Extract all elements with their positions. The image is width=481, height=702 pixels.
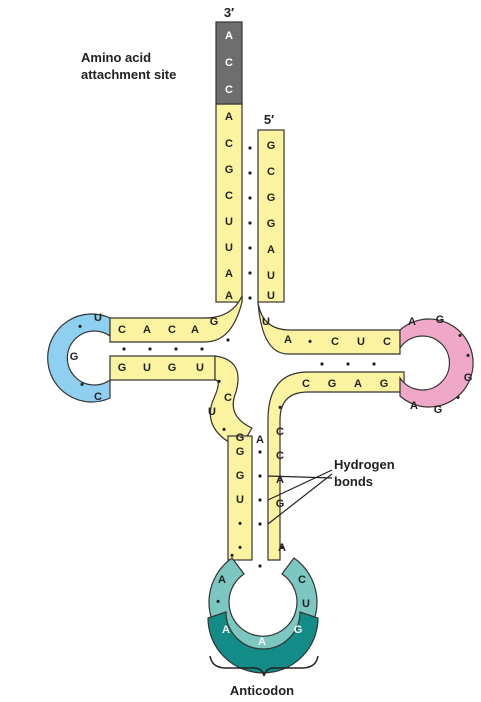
base-connector-5: G <box>236 432 245 444</box>
base-variable-1: • <box>280 542 284 554</box>
base-anticodon-stem-right-3: C <box>276 450 284 462</box>
base-anticodon-loop-left-2: • <box>216 596 220 608</box>
base-anticodon-stem-right-1: • <box>278 402 282 414</box>
amino-acid-label-line2: attachment site <box>81 67 176 82</box>
base-t-loop-6: • <box>456 392 460 404</box>
base-connector-2: C <box>224 392 232 404</box>
base-amino-site-3: C <box>225 84 233 96</box>
base-d-arm-top-1: G <box>210 316 219 328</box>
base-connector-3: U <box>208 406 216 418</box>
anticodon-label: Anticodon <box>230 683 294 698</box>
base-d-arm-bottom-3: G <box>168 362 177 374</box>
base-t-loop-2: G <box>436 314 445 326</box>
base-t-arm-top-3: • <box>308 336 312 348</box>
d-arm <box>48 296 242 402</box>
base-acceptor-5-4: G <box>267 218 276 230</box>
t-loop <box>400 319 473 407</box>
base-t-arm-bottom-1: C <box>302 378 310 390</box>
base-acceptor-3-6: U <box>225 242 233 254</box>
base-connector-1: • <box>217 376 221 388</box>
base-anticodon-2: A <box>258 636 266 648</box>
base-t-loop-4: • <box>466 350 470 362</box>
base-t-loop-5: G <box>464 372 473 384</box>
base-anticodon-loop-right-1: C <box>298 574 306 586</box>
base-t-arm-top-1: U <box>262 316 270 328</box>
base-acceptor-5-3: G <box>267 192 276 204</box>
base-acceptor-5-2: C <box>267 166 275 178</box>
base-acceptor-5-6: U <box>267 270 275 282</box>
base-anticodon-stem-left-3: U <box>236 494 244 506</box>
base-acceptor-3-7: A <box>225 268 233 280</box>
base-acceptor-3-3: G <box>225 164 234 176</box>
base-acceptor-3-4: C <box>225 190 233 202</box>
base-d-arm-top-4: A <box>143 324 151 336</box>
base-acceptor-3-2: C <box>225 138 233 150</box>
hydrogen-bonds-label-line2: bonds <box>334 474 373 489</box>
base-anticodon-stem-left-2: G <box>236 470 245 482</box>
base-t-arm-bottom-4: G <box>380 378 389 390</box>
base-t-loop-1: A <box>408 316 416 328</box>
d-arm-top-strand <box>110 296 242 342</box>
base-t-loop-3: • <box>458 330 462 342</box>
base-anticodon-stem-right-4: A <box>276 474 284 486</box>
base-anticodon-loop-left-1: A <box>218 574 226 586</box>
base-t-arm-top-6: C <box>383 336 391 348</box>
base-d-arm-top-3: C <box>168 324 176 336</box>
base-variable-2: • <box>230 550 234 562</box>
base-anticodon-stem-left-1: G <box>236 446 245 458</box>
t-arm-top-strand <box>258 302 400 354</box>
base-acceptor-3-5: U <box>225 216 233 228</box>
base-anticodon-1: A <box>222 624 230 636</box>
base-d-loop-5: C <box>94 391 102 403</box>
base-d-arm-bottom-2: U <box>143 362 151 374</box>
base-d-arm-bottom-1: G <box>118 362 127 374</box>
base-amino-site-1: A <box>225 30 233 42</box>
base-anticodon-stem-right-5: G <box>276 498 285 510</box>
base-t-arm-bottom-3: A <box>354 378 362 390</box>
base-connector-4: • <box>222 424 226 436</box>
hydrogen-bonds-label-line1: Hydrogen <box>334 457 395 472</box>
base-d-arm-bottom-4: U <box>196 362 204 374</box>
base-d-loop-3: G <box>70 351 79 363</box>
five-prime-label: 5′ <box>264 112 274 127</box>
base-anticodon-loop-right-2: U <box>302 598 310 610</box>
base-d-loop-4: • <box>80 379 84 391</box>
amino-acid-label-line1: Amino acid <box>81 50 151 65</box>
base-t-arm-bottom-2: G <box>328 378 337 390</box>
base-d-loop-1: U <box>94 312 102 324</box>
base-t-arm-top-5: U <box>357 336 365 348</box>
base-acceptor-5-1: G <box>267 140 276 152</box>
base-anticodon-3: G <box>294 624 303 636</box>
base-d-arm-top-5: C <box>118 324 126 336</box>
base-t-arm-top-2: A <box>284 334 292 346</box>
base-anticodon-stem-left-5: • <box>238 542 242 554</box>
base-anticodon-stem-left-4: • <box>238 518 242 530</box>
three-prime-label: 3′ <box>224 5 234 20</box>
base-acceptor-3-8: A <box>225 290 233 302</box>
base-t-arm-top-4: C <box>331 336 339 348</box>
base-t-loop-7: G <box>434 404 443 416</box>
base-acceptor-5-7: U <box>267 290 275 302</box>
base-d-loop-2: • <box>78 321 82 333</box>
base-acceptor-5-5: A <box>267 244 275 256</box>
base-connector-6: A <box>256 434 264 446</box>
base-d-arm-top-2: A <box>191 324 199 336</box>
base-amino-site-2: C <box>225 57 233 69</box>
base-anticodon-stem-right-2: C <box>276 426 284 438</box>
base-acceptor-3-1: A <box>225 111 233 123</box>
base-t-loop-8: A <box>410 400 418 412</box>
anticodon-arm <box>208 356 404 673</box>
